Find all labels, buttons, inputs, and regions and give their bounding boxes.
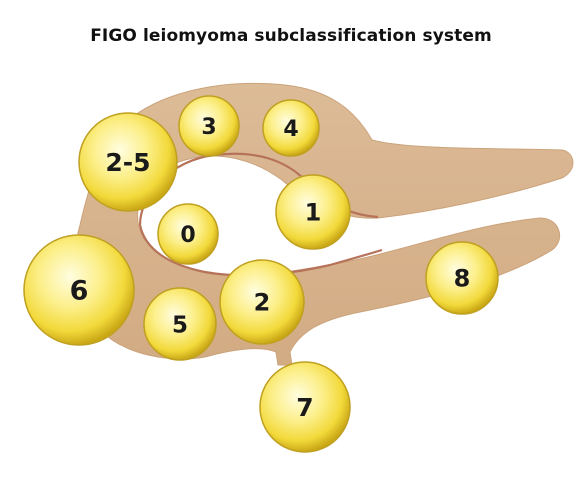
fibroid-label: 8: [454, 265, 471, 293]
fibroid-type-1: 1: [275, 174, 351, 250]
fibroid-circle: [275, 174, 351, 250]
fibroid-label: 3: [201, 115, 216, 140]
diagram-title: FIGO leiomyoma subclassification system: [90, 26, 492, 46]
fibroid-type-2-5: 2-5: [78, 112, 178, 212]
fibroid-circle: [219, 259, 305, 345]
fibroid-type-0: 0: [157, 203, 219, 265]
fibroid-label: 4: [283, 117, 298, 142]
fibroid-circle: [143, 287, 217, 361]
fibroid-type-8: 8: [425, 241, 499, 315]
fibroid-label: 1: [305, 199, 322, 227]
fibroid-type-3: 3: [178, 95, 240, 157]
fibroid-label: 5: [172, 312, 188, 338]
fibroid-circle: [259, 361, 351, 453]
fibroid-label: 0: [180, 223, 195, 248]
fibroid-label: 2: [254, 289, 271, 317]
fibroid-label: 7: [296, 393, 313, 422]
fibroid-circle: [178, 95, 240, 157]
fibroid-circle: [157, 203, 219, 265]
fibroid-type-4: 4: [262, 99, 320, 157]
fibroid-type-5: 5: [143, 287, 217, 361]
fibroid-type-7: 7: [259, 361, 351, 453]
fibroid-circle: [425, 241, 499, 315]
fibroid-label: 2-5: [105, 148, 150, 177]
fibroid-circle: [78, 112, 178, 212]
fibroid-circle: [262, 99, 320, 157]
fibroid-type-6: 6: [23, 234, 135, 346]
fibroid-type-2: 2: [219, 259, 305, 345]
fibroid-label: 6: [70, 276, 89, 307]
fibroid-circle: [23, 234, 135, 346]
